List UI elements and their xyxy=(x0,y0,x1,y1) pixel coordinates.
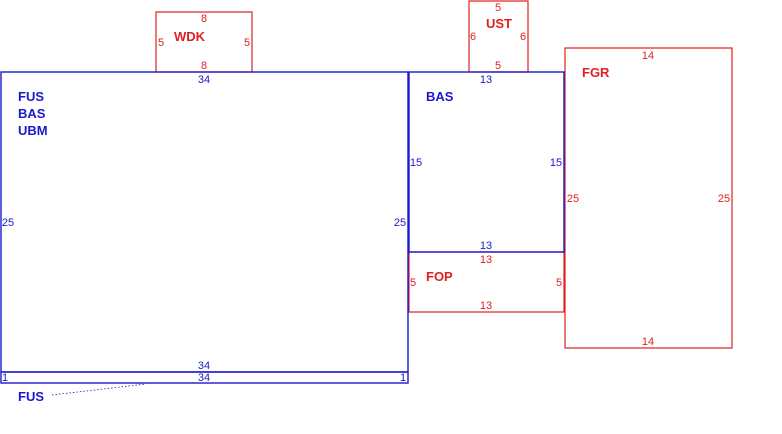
fop-label: FOP xyxy=(426,269,453,284)
ust-top-dimension: 5 xyxy=(495,2,501,14)
wdk-bottom-dimension: 8 xyxy=(201,60,207,72)
wdk-box: WDK 8 8 5 5 xyxy=(155,11,253,73)
main-label-2: BAS xyxy=(18,106,46,121)
fop-right-dimension: 5 xyxy=(556,277,562,289)
ust-box: UST 5 5 6 6 xyxy=(468,0,529,73)
fgr-box: FGR 14 14 25 25 xyxy=(564,47,733,349)
main-top-dimension: 34 xyxy=(198,74,210,86)
strip-leader-line xyxy=(51,383,147,396)
ust-label: UST xyxy=(486,16,512,31)
fgr-bottom-dimension: 14 xyxy=(642,336,654,348)
fgr-label: FGR xyxy=(582,65,610,80)
fgr-left-dimension: 25 xyxy=(567,193,579,205)
strip-label: FUS xyxy=(18,389,44,404)
main-outline xyxy=(0,71,409,373)
wdk-left-dimension: 5 xyxy=(158,37,164,49)
fgr-top-dimension: 14 xyxy=(642,50,654,62)
ust-right-dimension: 6 xyxy=(520,31,526,43)
fgr-right-dimension: 25 xyxy=(718,193,730,205)
bas-right-dimension: 15 xyxy=(550,157,562,169)
strip-left-dimension: 1 xyxy=(2,372,8,384)
fop-top-dimension: 13 xyxy=(480,254,492,266)
wdk-right-dimension: 5 xyxy=(244,37,250,49)
ust-bottom-dimension: 5 xyxy=(495,60,501,72)
main-left-dimension: 25 xyxy=(2,217,14,229)
ust-left-dimension: 6 xyxy=(470,31,476,43)
strip-box: 34 1 1 FUS xyxy=(0,371,409,404)
main-label-3: UBM xyxy=(18,123,48,138)
wdk-label: WDK xyxy=(174,29,206,44)
wdk-top-dimension: 8 xyxy=(201,13,207,25)
bas-top-dimension: 13 xyxy=(480,74,492,86)
fop-left-dimension: 5 xyxy=(410,277,416,289)
fgr-outline xyxy=(564,47,733,349)
main-label-1: FUS xyxy=(18,89,44,104)
bas-outline xyxy=(408,71,565,253)
main-bottom-dimension: 34 xyxy=(198,360,210,372)
bas-left-dimension: 15 xyxy=(410,157,422,169)
bas-label: BAS xyxy=(426,89,454,104)
strip-top-dimension: 34 xyxy=(198,372,210,384)
strip-right-dimension: 1 xyxy=(400,372,406,384)
main-right-dimension: 25 xyxy=(394,217,406,229)
bas-bottom-dimension: 13 xyxy=(480,240,492,252)
fop-box: FOP 13 13 5 5 xyxy=(408,251,565,313)
fop-bottom-dimension: 13 xyxy=(480,300,492,312)
main-box: FUS BAS UBM 34 34 25 25 xyxy=(0,71,409,373)
strip-outline xyxy=(0,371,409,384)
bas-box: BAS 13 13 15 15 xyxy=(408,71,565,253)
